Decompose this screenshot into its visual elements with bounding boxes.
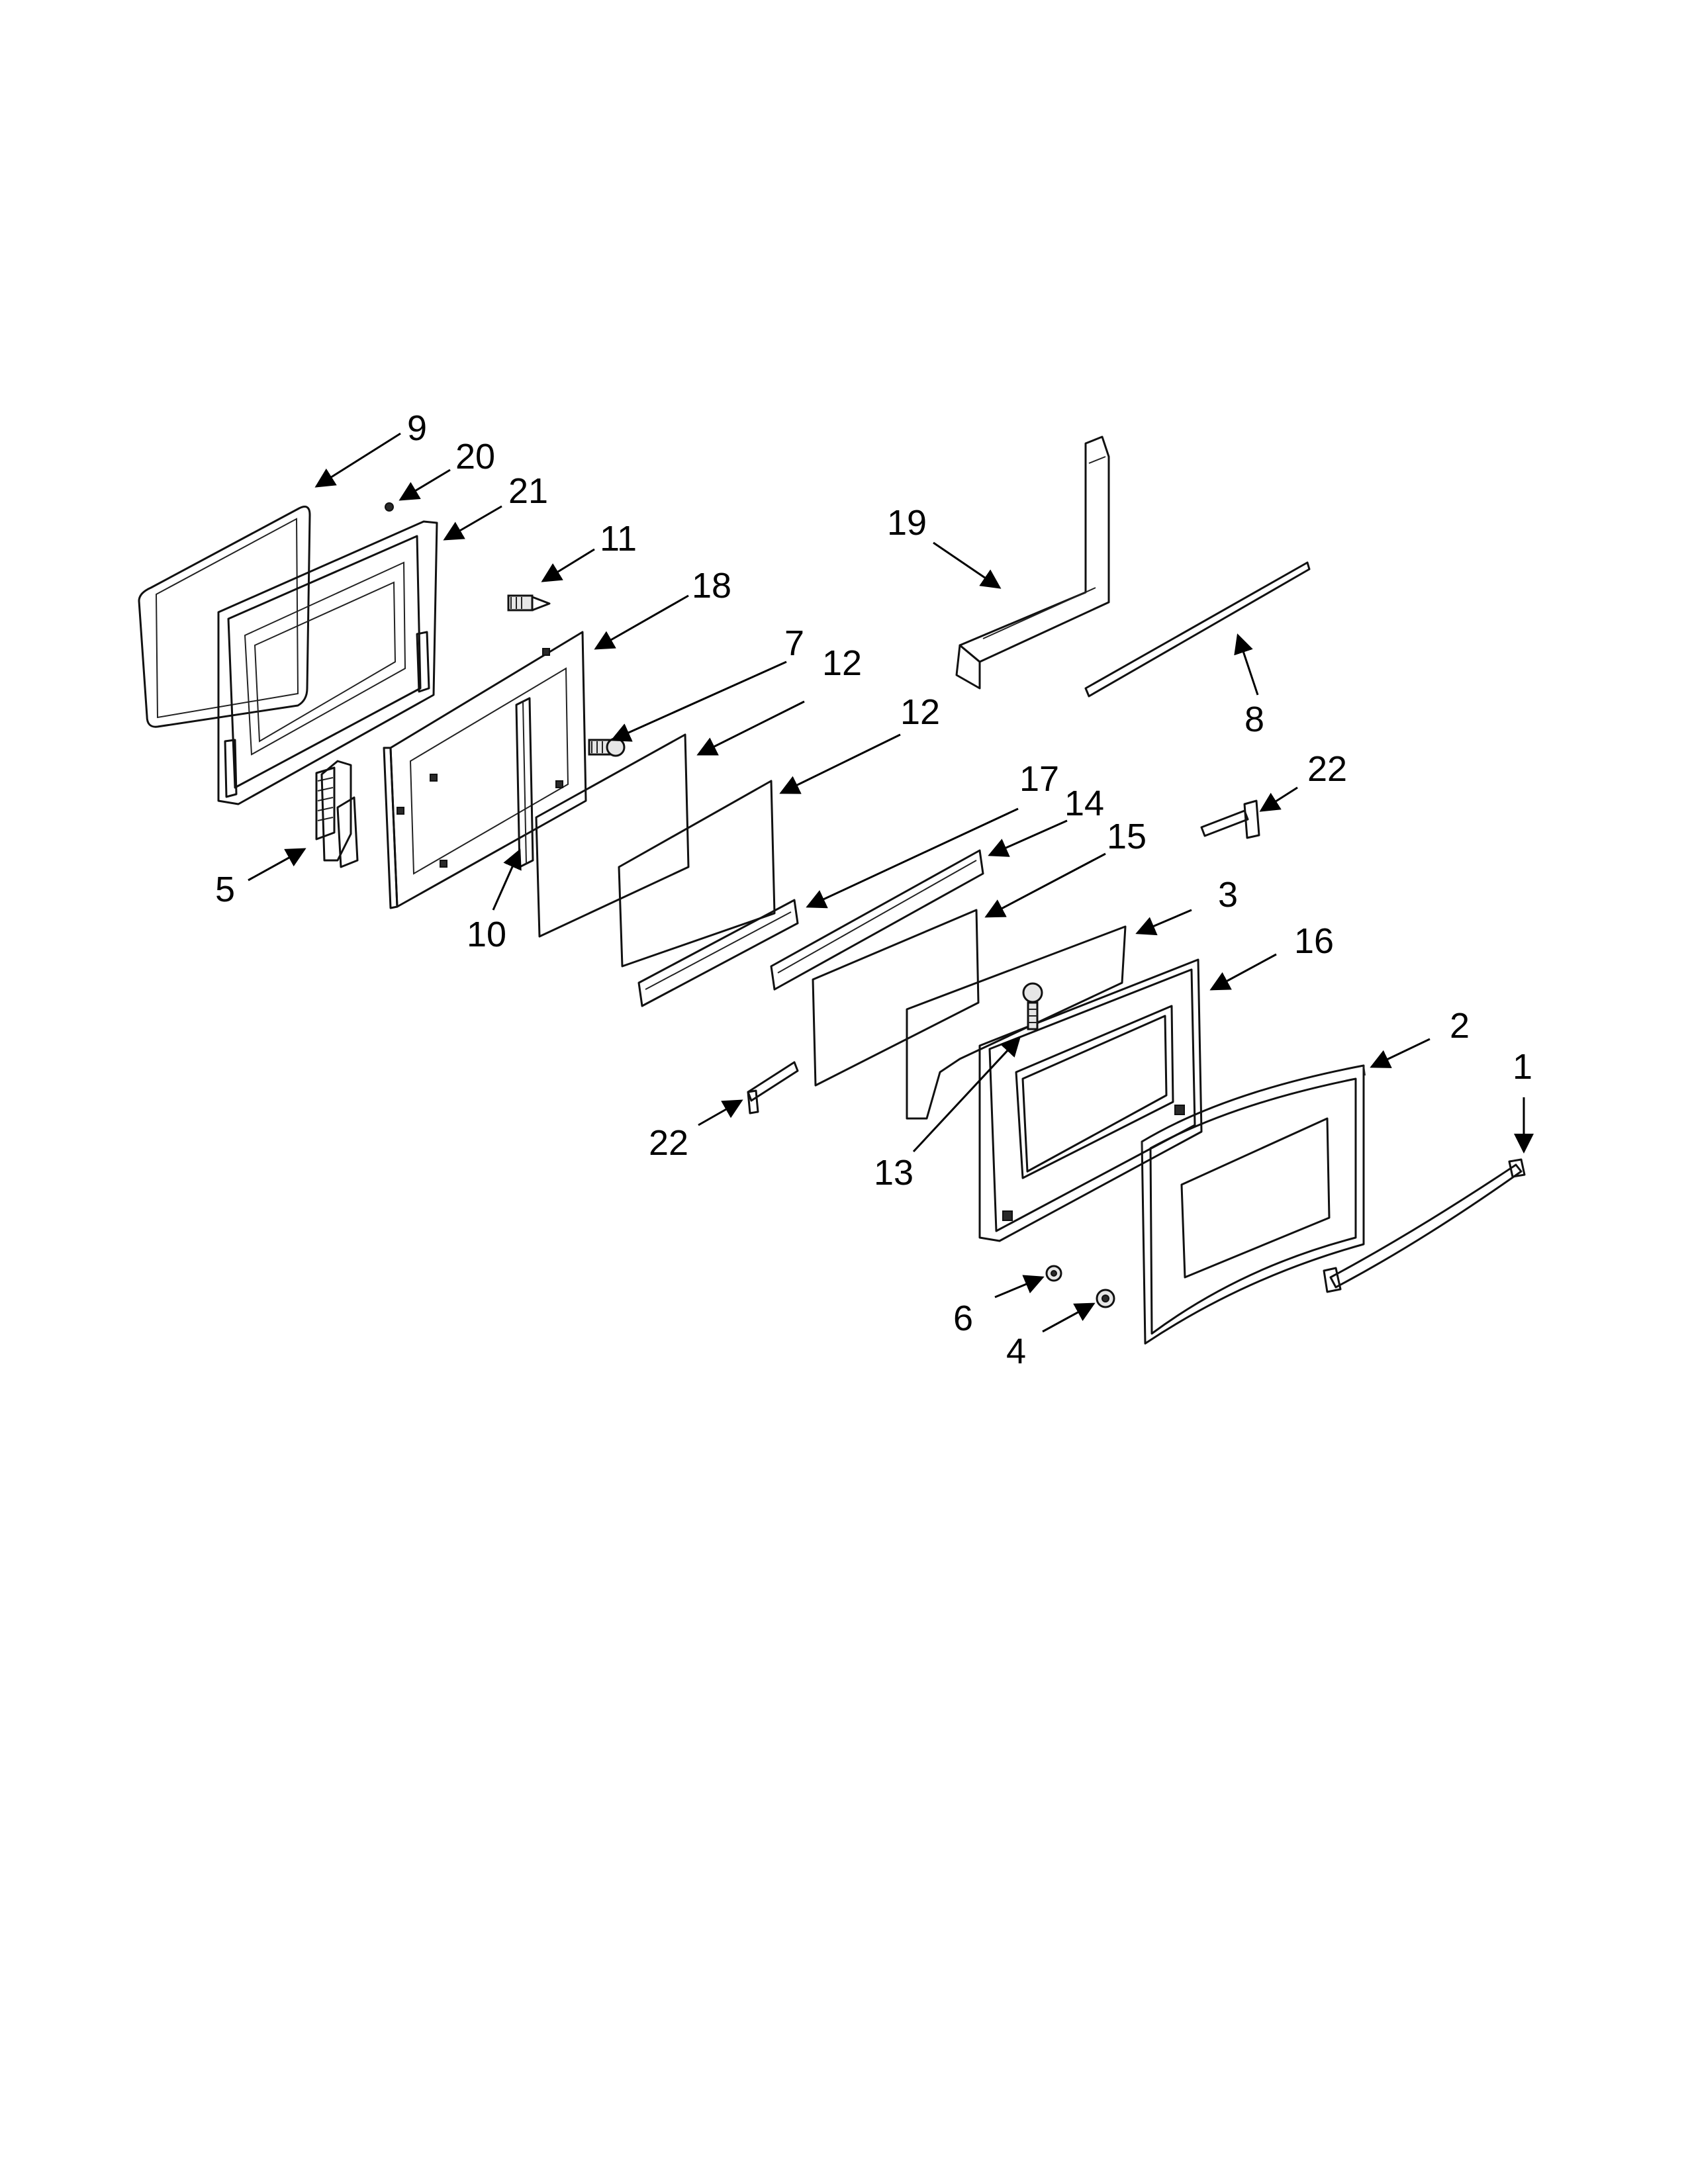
part-8-gasket-strip [1084,561,1311,698]
callout-1: 1 [1513,1047,1532,1087]
callout-11: 11 [600,519,637,559]
part-12-glass-pane-b [618,780,776,968]
part-4-grommet [1096,1289,1115,1308]
callout-4: 4 [1006,1332,1026,1371]
part-7-screw [588,737,626,757]
callout-16: 16 [1294,921,1334,961]
callout-12b: 12 [900,692,940,732]
callout-13: 13 [874,1153,914,1193]
part-2-outer-door-panel [1141,1064,1366,1345]
callout-14: 14 [1064,784,1104,823]
callout-19: 19 [887,503,927,543]
callout-10: 10 [467,915,506,954]
part-6-grommet [1045,1265,1062,1282]
callout-8: 8 [1244,700,1264,739]
part-3-baffle [906,925,1127,1120]
callout-15: 15 [1107,817,1147,856]
callout-22b: 22 [649,1123,688,1163]
part-18-door-liner [383,631,587,909]
part-15-inner-glass [812,909,980,1087]
part-13-screw [1022,982,1043,1030]
part-1-handle [1323,1158,1526,1293]
callout-17: 17 [1019,759,1059,799]
part-17-trim-strip [637,899,799,1007]
callout-22a: 22 [1307,749,1347,789]
callout-6: 6 [953,1298,973,1338]
part-21-inner-door-frame [217,520,438,805]
part-10-bracket [515,697,534,868]
leader-lines [248,432,1534,1333]
part-9-door-gasket [138,506,311,728]
callout-7: 7 [784,623,804,663]
callout-2: 2 [1450,1006,1470,1046]
part-14-trim-strip [770,849,984,991]
part-22-clip-left [747,1061,799,1115]
part-12-glass-pane-a [535,733,690,938]
callout-5: 5 [215,870,235,909]
callout-20: 20 [455,437,495,477]
callout-21: 21 [508,471,548,511]
callout-18: 18 [692,566,731,606]
part-20-screw [385,502,394,512]
part-16-door-inner-panel [978,958,1203,1242]
callout-9: 9 [407,408,427,448]
callout-12a: 12 [822,643,862,683]
part-22-clip-right [1200,799,1260,839]
part-19-vent-duct [955,435,1110,690]
part-11-screw [507,594,551,612]
part-5-hinges [315,760,359,868]
callout-3: 3 [1218,875,1238,915]
